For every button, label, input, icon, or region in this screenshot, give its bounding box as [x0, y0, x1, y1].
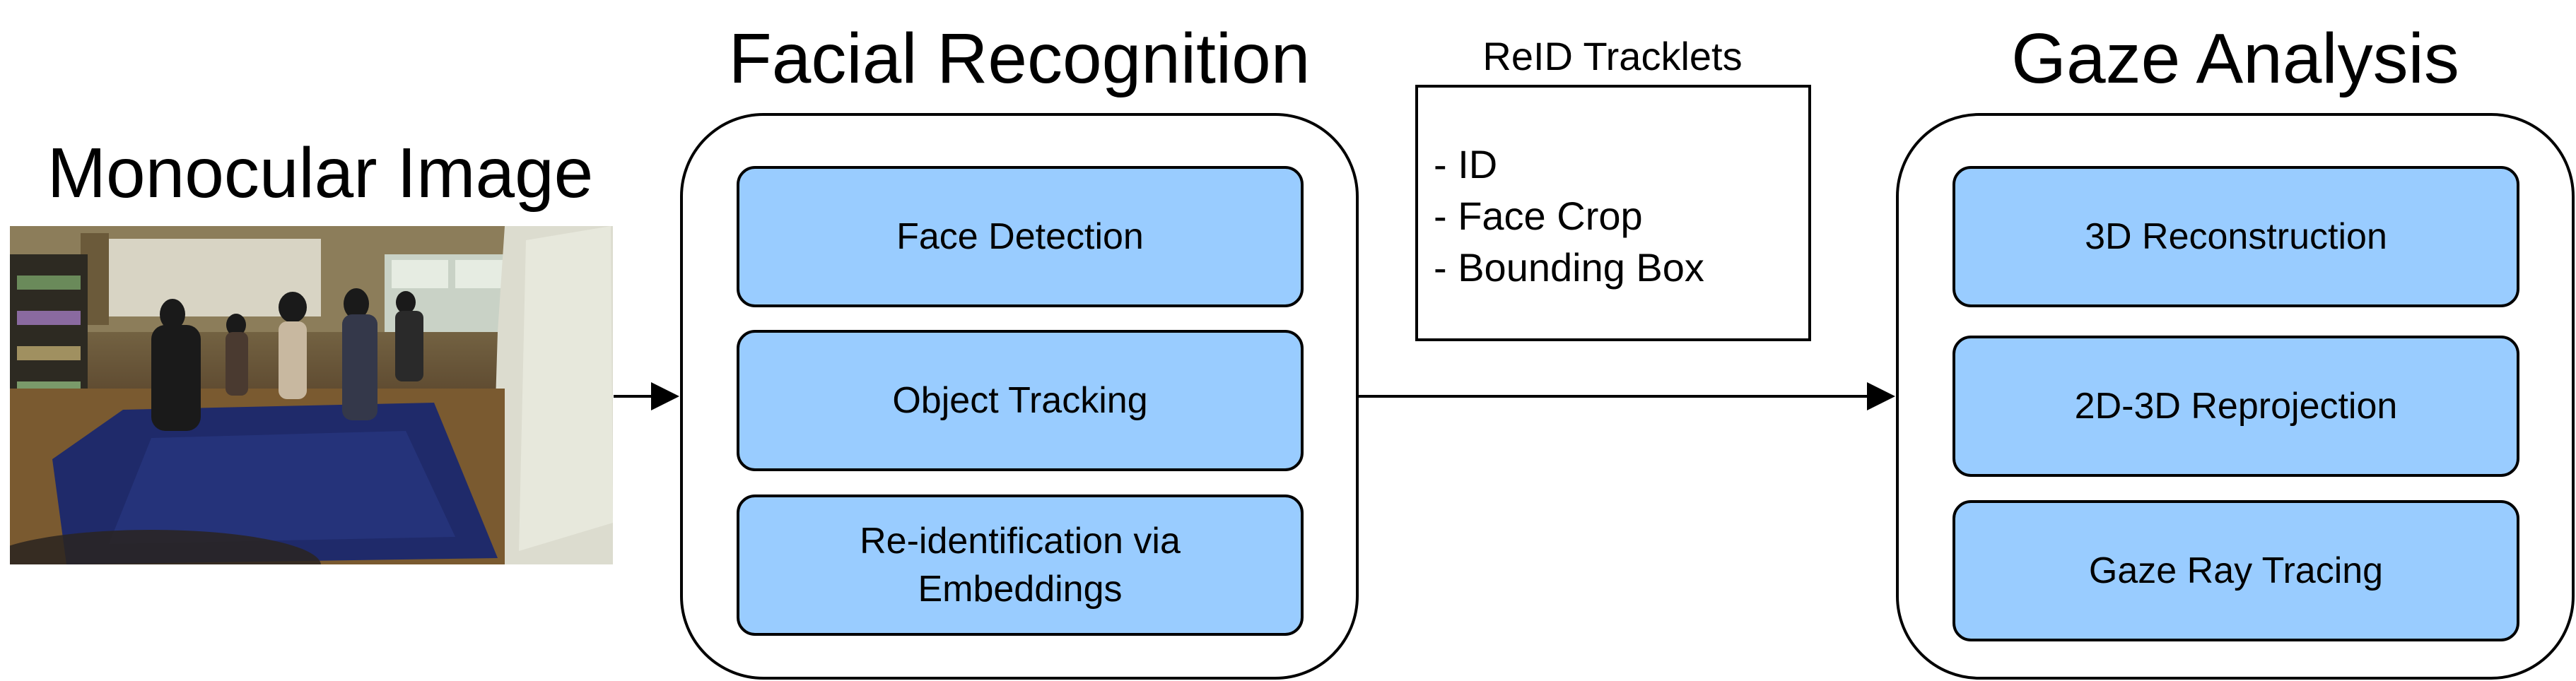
facial-recognition-title: Facial Recognition: [728, 19, 1311, 98]
classroom-photo: [10, 226, 613, 564]
facial-recognition-group: Face Detection Object Tracking Re-identi…: [680, 113, 1359, 680]
gaze-ray-tracing-step: Gaze Ray Tracing: [1953, 500, 2519, 641]
3d-reconstruction-step: 3D Reconstruction: [1953, 166, 2519, 307]
tracklet-item-face-crop: - Face Crop: [1434, 194, 1643, 238]
reid-tracklets-title: ReID Tracklets: [1482, 34, 1743, 78]
reidentification-step: Re-identification via Embeddings: [737, 495, 1304, 636]
reid-tracklets-box: - ID - Face Crop - Bounding Box: [1415, 85, 1811, 341]
face-detection-step: Face Detection: [737, 166, 1304, 307]
input-image-title: Monocular Image: [47, 134, 594, 213]
classroom-photo-illustration: [10, 226, 613, 564]
gaze-analysis-title: Gaze Analysis: [2011, 19, 2459, 98]
2d-3d-reprojection-step: 2D-3D Reprojection: [1953, 336, 2519, 477]
tracklet-item-id: - ID: [1434, 142, 1498, 186]
gaze-analysis-group: 3D Reconstruction 2D-3D Reprojection Gaz…: [1896, 113, 2575, 680]
tracklet-item-bounding-box: - Bounding Box: [1434, 245, 1704, 290]
object-tracking-step: Object Tracking: [737, 330, 1304, 471]
